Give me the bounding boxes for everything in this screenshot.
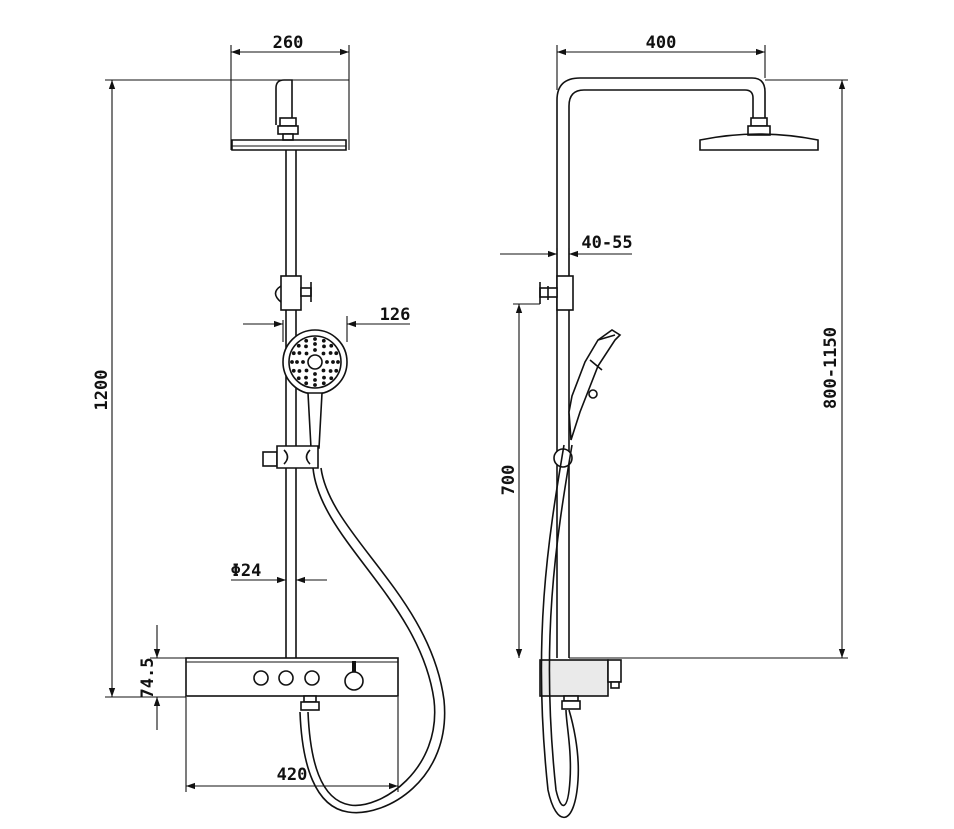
control-button-3 <box>304 670 320 686</box>
nozzle-dot <box>329 343 334 348</box>
hose-inner <box>299 467 446 814</box>
dim-800-label: 800-1150 <box>821 327 841 409</box>
side-arm-inner <box>568 89 754 658</box>
side-head-nut-top <box>750 117 768 127</box>
nozzle-dot <box>336 360 340 364</box>
nozzle-dot <box>297 369 302 373</box>
nozzle-dot <box>296 343 301 348</box>
nozzle-dot <box>334 368 339 373</box>
nozzle-dot <box>304 338 309 343</box>
hand-shower-handle <box>307 392 323 449</box>
side-rain-head <box>699 133 819 151</box>
hose-outlet-nut <box>300 701 320 711</box>
nozzle-dot <box>329 376 334 381</box>
nozzle-dot <box>291 368 296 373</box>
temperature-dial-indicator <box>352 661 356 672</box>
nozzle-dot <box>331 360 335 364</box>
front-diverter-stem <box>300 287 312 297</box>
nozzle-dot <box>296 376 301 381</box>
nozzle-dot <box>321 368 326 373</box>
front-head-swivel <box>282 133 294 141</box>
side-outlet-nut <box>561 700 581 710</box>
front-rain-head <box>231 139 347 151</box>
front-head-nut-top <box>279 117 297 127</box>
nozzle-dot <box>304 375 308 380</box>
nozzle-dot <box>313 383 317 387</box>
nozzle-dot <box>304 351 309 356</box>
front-head-nut <box>277 125 299 135</box>
nozzle-dot <box>328 369 333 373</box>
front-diverter-block <box>280 275 302 311</box>
front-view: 260 126 Φ24 <box>92 33 446 814</box>
side-head-nut <box>747 125 771 136</box>
nozzle-dot <box>313 348 317 352</box>
nozzle-dot <box>334 351 339 356</box>
dim-420-label: 420 <box>277 765 308 785</box>
nozzle-dot <box>304 344 308 349</box>
front-diverter-knob <box>274 285 282 303</box>
nozzle-dot <box>321 351 326 356</box>
dim-260-label: 260 <box>273 33 304 53</box>
dim-40-label: 40-55 <box>581 233 632 253</box>
side-hand-shower <box>568 329 622 441</box>
nozzle-dot <box>290 360 294 364</box>
side-hose-inner <box>548 444 573 807</box>
nozzle-dot <box>321 338 326 343</box>
dim-126-label: 126 <box>380 305 411 325</box>
dim-400-label: 400 <box>646 33 677 53</box>
nozzle-dot <box>321 381 326 386</box>
nozzle-dot <box>313 342 317 346</box>
nozzle-dot <box>328 351 333 355</box>
nozzle-dot <box>325 360 329 364</box>
hose-outlet <box>303 695 317 703</box>
side-hose-outer <box>540 444 580 819</box>
dim-700-label: 700 <box>499 465 519 496</box>
hose-outer <box>307 467 436 807</box>
control-button-1 <box>253 670 269 686</box>
nozzle-dot <box>313 372 317 376</box>
slider-bracket <box>276 445 319 469</box>
side-view: 400 800-1150 40-55 700 <box>499 33 848 819</box>
nozzle-dot <box>291 351 296 356</box>
nozzle-dot <box>304 381 309 386</box>
side-thermostat-knob <box>607 659 622 683</box>
side-diverter-block <box>556 275 574 311</box>
slider-knob <box>262 451 278 467</box>
nozzle-dot <box>322 375 326 380</box>
nozzle-dot <box>313 337 317 341</box>
side-thermostat-panel <box>539 659 609 697</box>
side-arm-outer <box>556 77 766 658</box>
thermostat-panel <box>185 657 399 697</box>
nozzle-dot <box>322 344 326 349</box>
control-button-2 <box>278 670 294 686</box>
front-hand-shower <box>282 329 348 449</box>
nozzle-dot <box>313 378 317 382</box>
dim-74-label: 74.5 <box>138 658 158 699</box>
nozzle-dot <box>304 368 309 373</box>
nozzle-dot <box>301 360 305 364</box>
dim-phi24-label: Φ24 <box>231 561 262 581</box>
nozzle-dot <box>295 360 299 364</box>
nozzle-dot <box>297 351 302 355</box>
dim-1200-label: 1200 <box>92 370 112 411</box>
